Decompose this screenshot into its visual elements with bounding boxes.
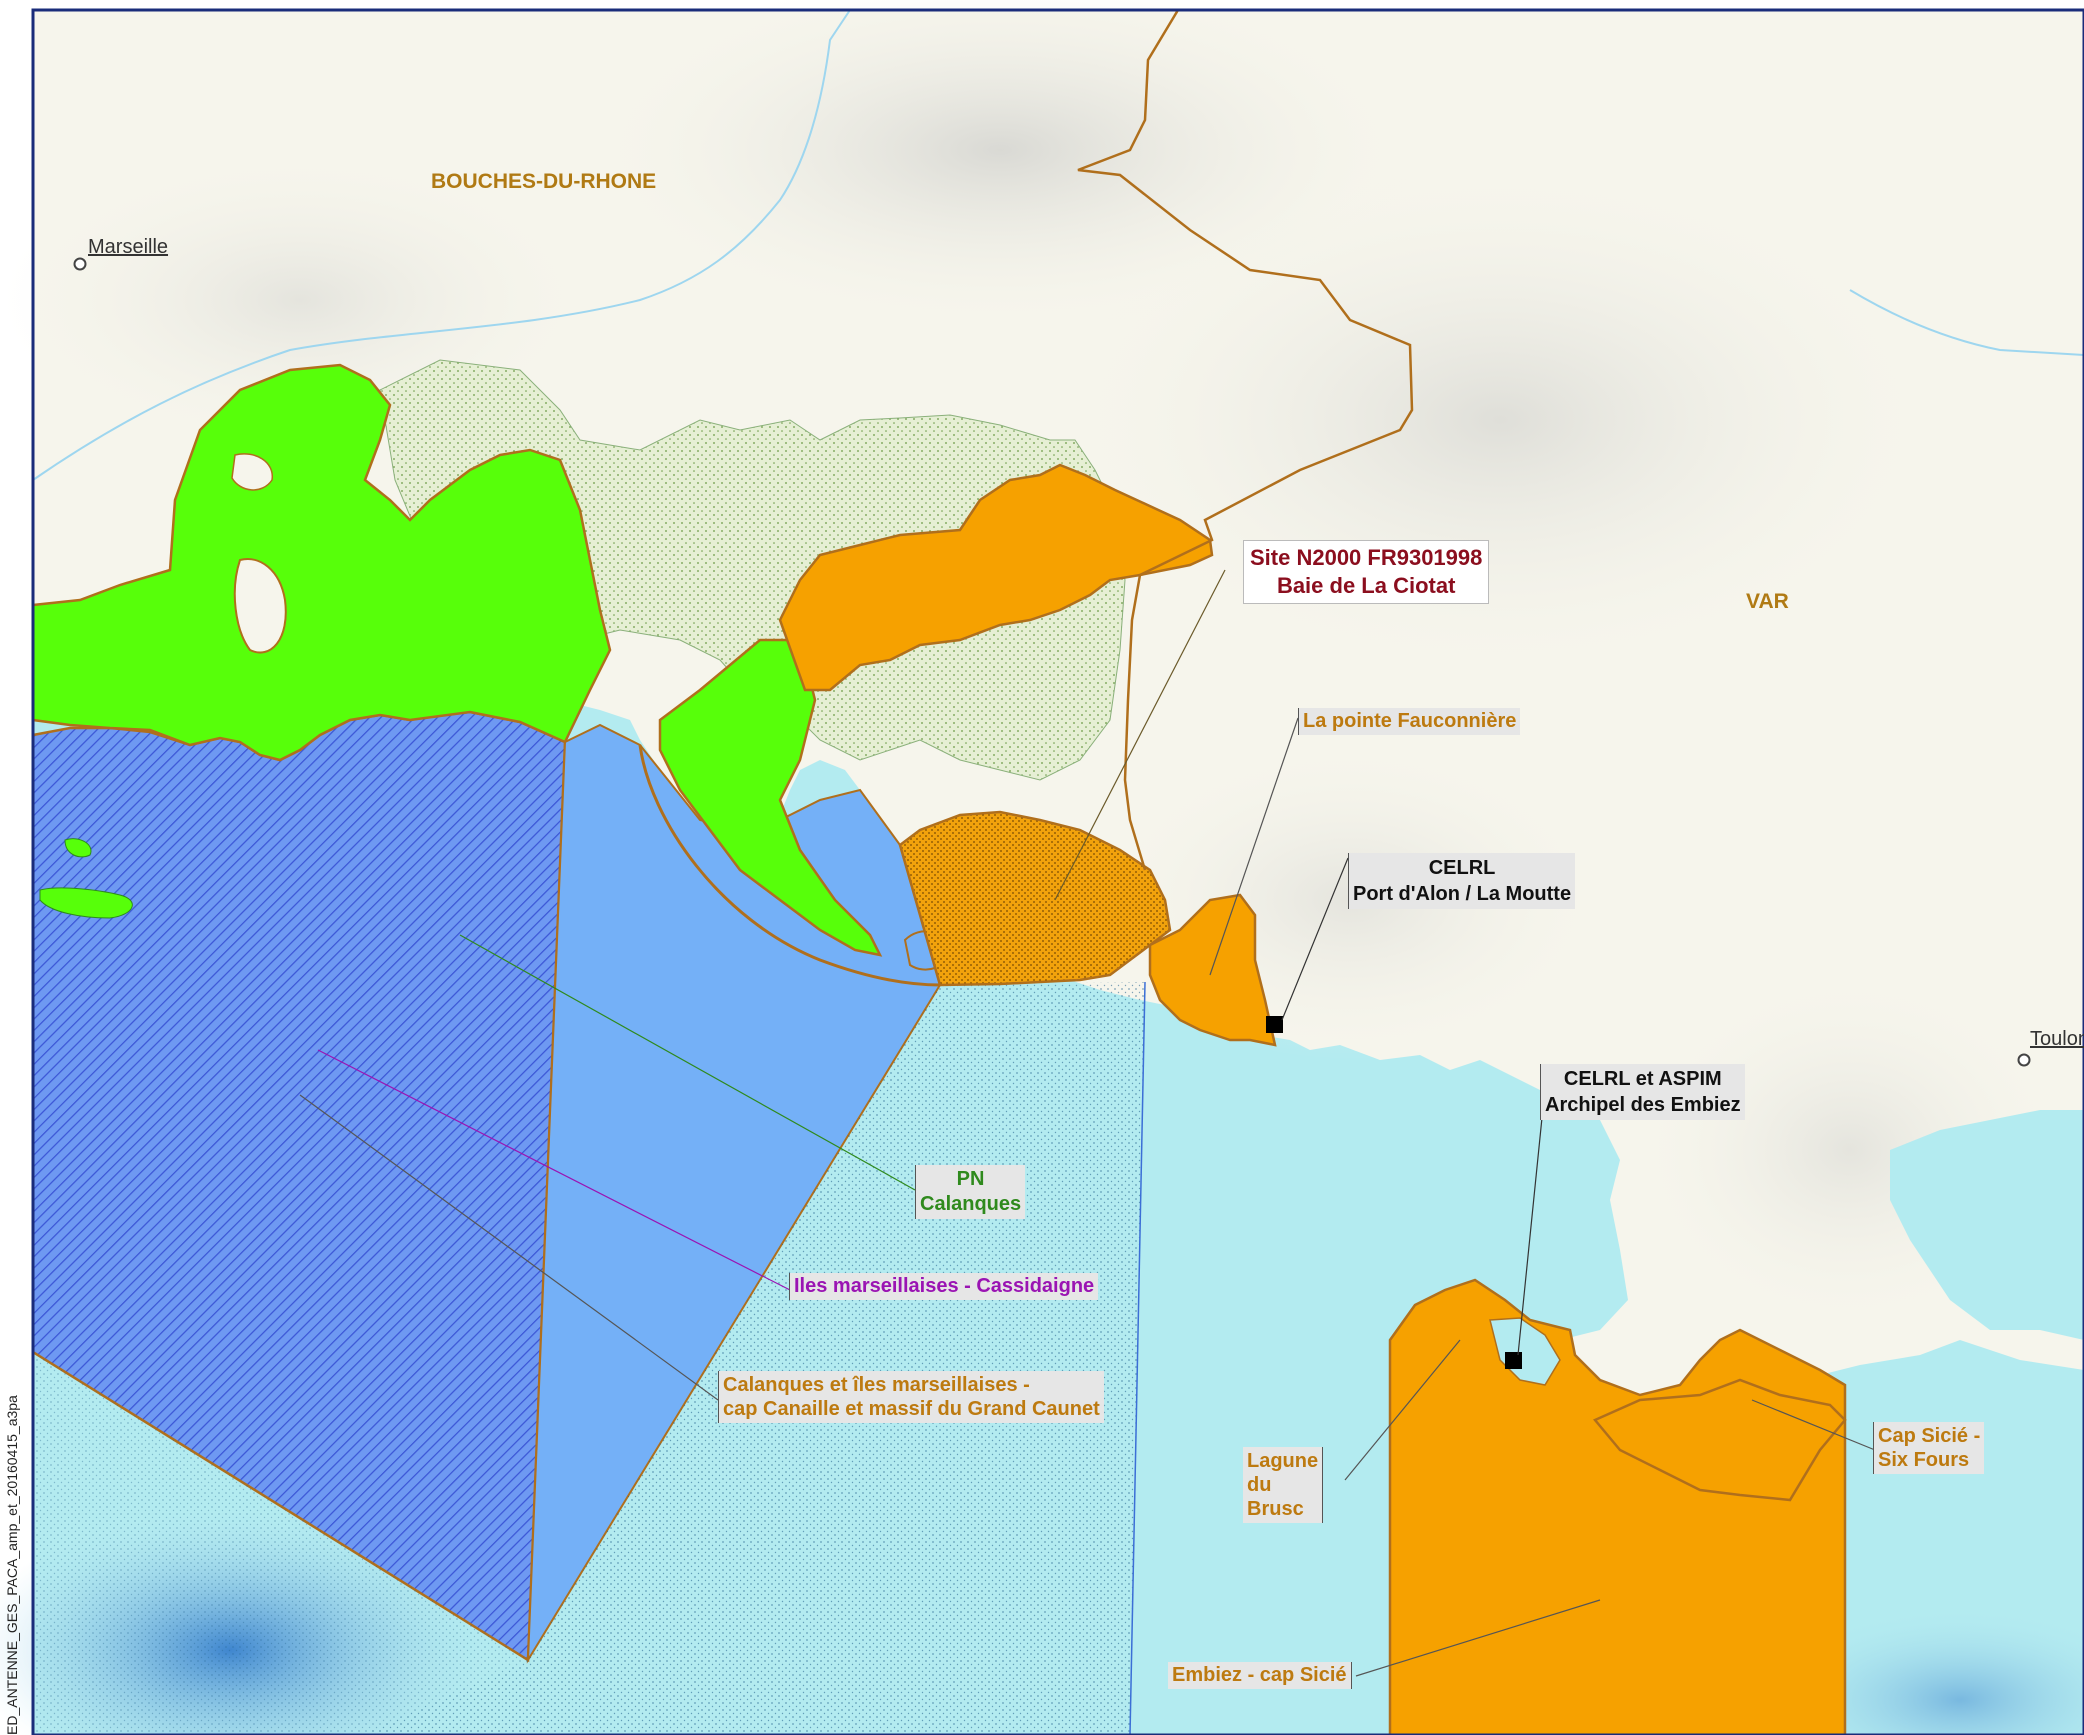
label-toulon: Toulon <box>2030 1028 2084 1050</box>
n2000-bay-orange <box>898 810 1172 987</box>
marseille-dot <box>73 257 87 271</box>
calanques-line2: cap Canaille et massif du Grand Caunet <box>723 1398 1100 1420</box>
toulon-harbour <box>1890 1110 2084 1340</box>
label-pointe-fauconniere: La pointe Fauconnière <box>1298 708 1521 735</box>
label-celrl-aspim-embiez: CELRL et ASPIM Archipel des Embiez <box>1540 1064 1745 1120</box>
n2000-outline <box>1077 9 1414 871</box>
label-cap-sicie: Cap Sicié - Six Fours <box>1873 1422 1985 1474</box>
toulon-dot <box>2017 1053 2031 1067</box>
celrl-alon-title: CELRL <box>1428 857 1496 879</box>
celrl-aspim-title: CELRL et ASPIM <box>1563 1068 1722 1090</box>
n2000-subtitle: Baie de La Ciotat <box>1276 573 1456 598</box>
lagune-line2: du <box>1247 1474 1272 1496</box>
label-n2000-ciotat: Site N2000 FR9301998 Baie de La Ciotat <box>1243 540 1490 604</box>
pn-subtitle: Calanques <box>920 1193 1022 1215</box>
label-embiez-cap-sicie: Embiez - cap Sicié <box>1168 1662 1352 1689</box>
calanques-line1: Calanques et îles marseillaises - <box>723 1374 1030 1396</box>
celrl-alon-marker <box>1266 1016 1283 1033</box>
label-calanques-iles: Calanques et îles marseillaises - cap Ca… <box>718 1371 1104 1423</box>
label-var: VAR <box>1746 590 1789 613</box>
label-pn-calanques: PN Calanques <box>915 1165 1026 1219</box>
side-code-text: ED_ANTENNE_GES_PACA_amp_et_20160415_a3pa <box>4 1395 20 1735</box>
label-iles-marseillaises: Iles marseillaises - Cassidaigne <box>789 1273 1099 1300</box>
celrl-alon-subtitle: Port d'Alon / La Moutte <box>1353 883 1572 905</box>
lagune-line3: Brusc <box>1247 1498 1304 1520</box>
celrl-aspim-subtitle: Archipel des Embiez <box>1545 1094 1741 1116</box>
lagune-line1: Lagune <box>1247 1450 1319 1472</box>
label-marseille: Marseille <box>88 236 169 258</box>
label-celrl-port-alon: CELRL Port d'Alon / La Moutte <box>1348 853 1576 909</box>
label-lagune-du-brusc: Lagune du Brusc <box>1243 1447 1324 1523</box>
pn-title: PN <box>956 1168 985 1190</box>
cap-sicie-line2: Six Fours <box>1878 1449 1970 1471</box>
cap-sicie-line1: Cap Sicié - <box>1878 1425 1981 1447</box>
n2000-land-massif <box>778 463 1214 692</box>
celrl-embiez-marker <box>1505 1352 1522 1369</box>
n2000-title: Site N2000 FR9301998 <box>1250 545 1483 570</box>
embiez-cap-sicie-zone <box>1388 1278 1847 1735</box>
pn-calanques-core <box>31 363 612 762</box>
river <box>32 9 851 481</box>
n2000-fauconniere <box>1148 893 1277 1047</box>
map-reference-code: ED_ANTENNE_GES_PACA_amp_et_20160415_a3pa <box>2 1395 24 1735</box>
island <box>39 887 133 919</box>
label-bouches-du-rhone: BOUCHES-DU-RHONE <box>431 170 657 193</box>
leader-lines <box>299 569 1876 1677</box>
